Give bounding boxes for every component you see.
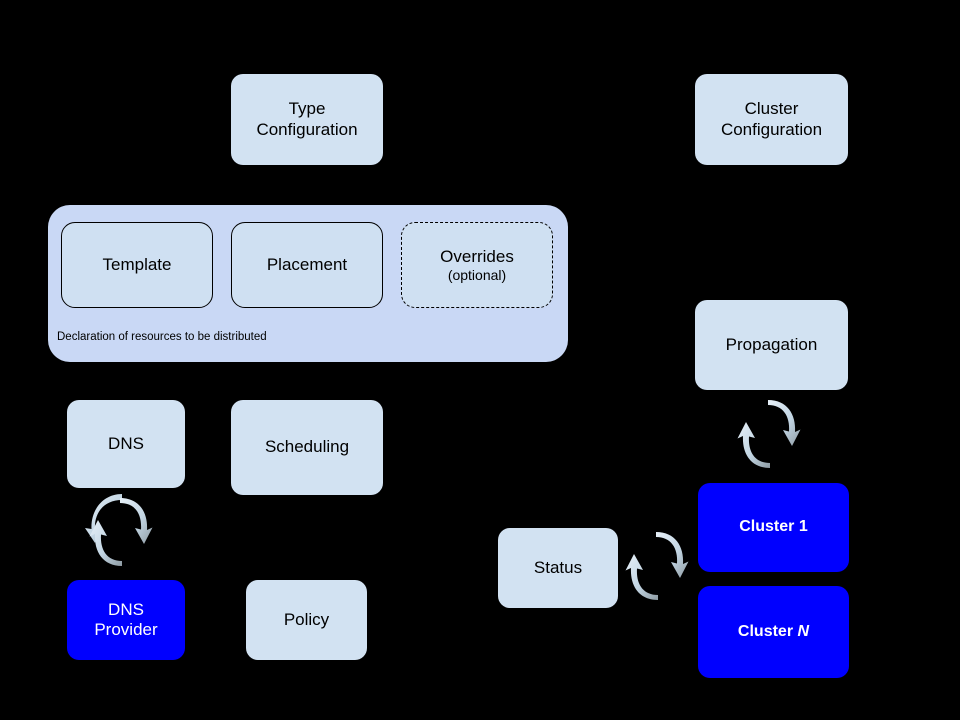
sync-cycle-icon-status bbox=[625, 532, 689, 600]
cluster-1-label: Cluster 1 bbox=[739, 518, 807, 537]
status-label: Status bbox=[533, 557, 583, 577]
policy-label: Policy bbox=[283, 609, 330, 629]
type-configuration-label-line1: Type bbox=[288, 99, 326, 119]
cluster-n-prefix: Cluster bbox=[737, 622, 798, 640]
scheduling-label: Scheduling bbox=[264, 437, 350, 457]
cluster-n-label: Cluster N bbox=[738, 623, 809, 642]
node-policy[interactable]: Policy bbox=[246, 580, 367, 660]
cluster-n-suffix: N bbox=[797, 622, 810, 640]
node-overrides[interactable]: Overrides (optional) bbox=[401, 222, 553, 308]
node-placement[interactable]: Placement bbox=[231, 222, 383, 308]
type-configuration-label-line2: Configuration bbox=[256, 119, 358, 139]
container-caption: Declaration of resources to be distribut… bbox=[57, 331, 267, 343]
cluster-1-suffix: 1 bbox=[798, 518, 808, 536]
node-type-configuration[interactable]: Type Configuration bbox=[231, 74, 383, 165]
cluster-configuration-label-line1: Cluster bbox=[744, 99, 799, 119]
cluster-configuration-label-line2: Configuration bbox=[720, 119, 823, 139]
dns-provider-label-line1: DNS bbox=[108, 599, 144, 619]
node-cluster-n[interactable]: Cluster N bbox=[698, 586, 849, 678]
placement-label: Placement bbox=[266, 254, 348, 274]
sync-cycle-icon-dns bbox=[85, 494, 153, 566]
overrides-sublabel: (optional) bbox=[447, 266, 507, 283]
dns-provider-label-line2: Provider bbox=[94, 620, 158, 639]
sync-cycle-icon-propagation bbox=[737, 400, 801, 468]
node-dns[interactable]: DNS bbox=[67, 400, 185, 488]
node-scheduling[interactable]: Scheduling bbox=[231, 400, 383, 495]
propagation-label: Propagation bbox=[725, 334, 818, 354]
node-propagation[interactable]: Propagation bbox=[695, 300, 848, 390]
node-cluster-1[interactable]: Cluster 1 bbox=[698, 483, 849, 572]
cluster-1-prefix: Cluster bbox=[739, 518, 799, 536]
node-template[interactable]: Template bbox=[61, 222, 213, 308]
template-label: Template bbox=[102, 254, 172, 274]
node-status[interactable]: Status bbox=[498, 528, 618, 608]
dns-label: DNS bbox=[108, 433, 144, 453]
node-cluster-configuration[interactable]: Cluster Configuration bbox=[695, 74, 848, 165]
overrides-label: Overrides bbox=[440, 246, 514, 266]
node-dns-provider[interactable]: DNS Provider bbox=[67, 580, 185, 660]
